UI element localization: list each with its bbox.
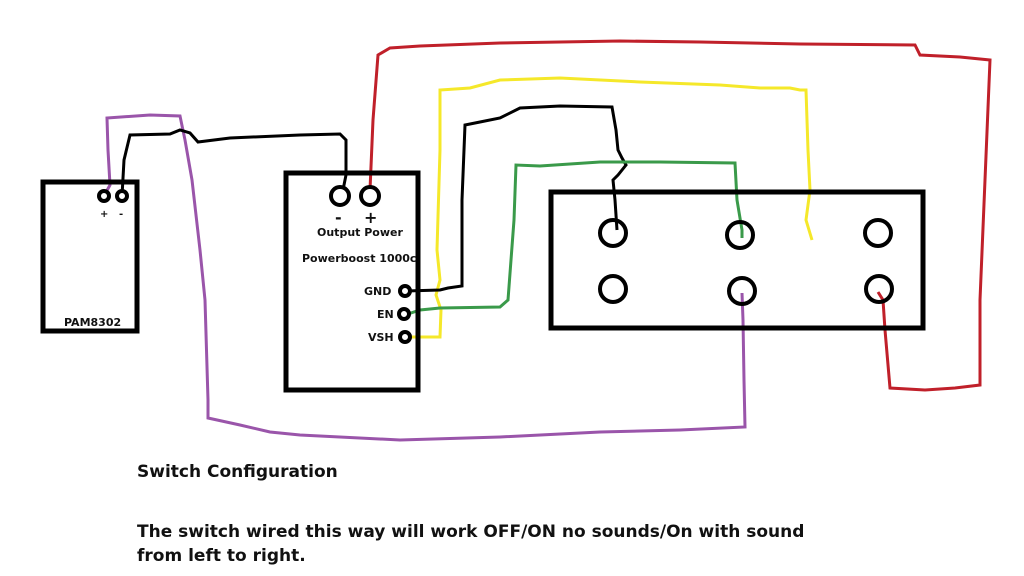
wire-purple	[102, 113, 747, 442]
pin-vsh-label: VSH	[368, 331, 394, 344]
switch-terminal-1-2[interactable]	[725, 220, 755, 250]
pam8302-plus-label: +	[100, 209, 108, 220]
output-minus-label: -	[335, 208, 342, 227]
switch-body	[548, 189, 926, 331]
caption-line-2: from left to right.	[137, 546, 306, 566]
powerboost-board	[283, 170, 421, 393]
wire-red	[368, 39, 992, 392]
switch-terminal-1-1[interactable]	[598, 218, 628, 248]
wire-black-powerboost-gnd	[405, 104, 628, 293]
output-minus-terminal[interactable]	[329, 185, 351, 207]
pin-en-terminal[interactable]	[397, 307, 411, 321]
pam8302-minus-terminal[interactable]	[115, 189, 129, 203]
wire-green	[404, 160, 744, 317]
pam8302-plus-terminal[interactable]	[97, 189, 111, 203]
pin-en-label: EN	[377, 308, 394, 321]
pin-vsh-terminal[interactable]	[398, 330, 412, 344]
powerboost-label: Powerboost 1000c	[302, 252, 416, 265]
output-plus-terminal[interactable]	[359, 185, 381, 207]
pam8302-label: PAM8302	[64, 316, 121, 329]
caption-body: The switch wired this way will work OFF/…	[137, 520, 857, 568]
switch-terminal-2-2[interactable]	[727, 276, 757, 306]
output-power-label: Output Power	[317, 226, 403, 239]
switch-terminal-2-3[interactable]	[864, 274, 894, 304]
pam8302-minus-label: -	[119, 209, 123, 220]
caption-title: Switch Configuration	[137, 462, 338, 482]
pin-gnd-terminal[interactable]	[398, 284, 412, 298]
pin-gnd-label: GND	[364, 285, 391, 298]
output-plus-label: +	[364, 208, 377, 227]
switch-terminal-1-3[interactable]	[863, 218, 893, 248]
switch-terminal-2-1[interactable]	[598, 274, 628, 304]
wire-black-amp	[120, 128, 348, 201]
pam8302-board	[40, 179, 140, 334]
caption-line-1: The switch wired this way will work OFF/…	[137, 522, 805, 542]
